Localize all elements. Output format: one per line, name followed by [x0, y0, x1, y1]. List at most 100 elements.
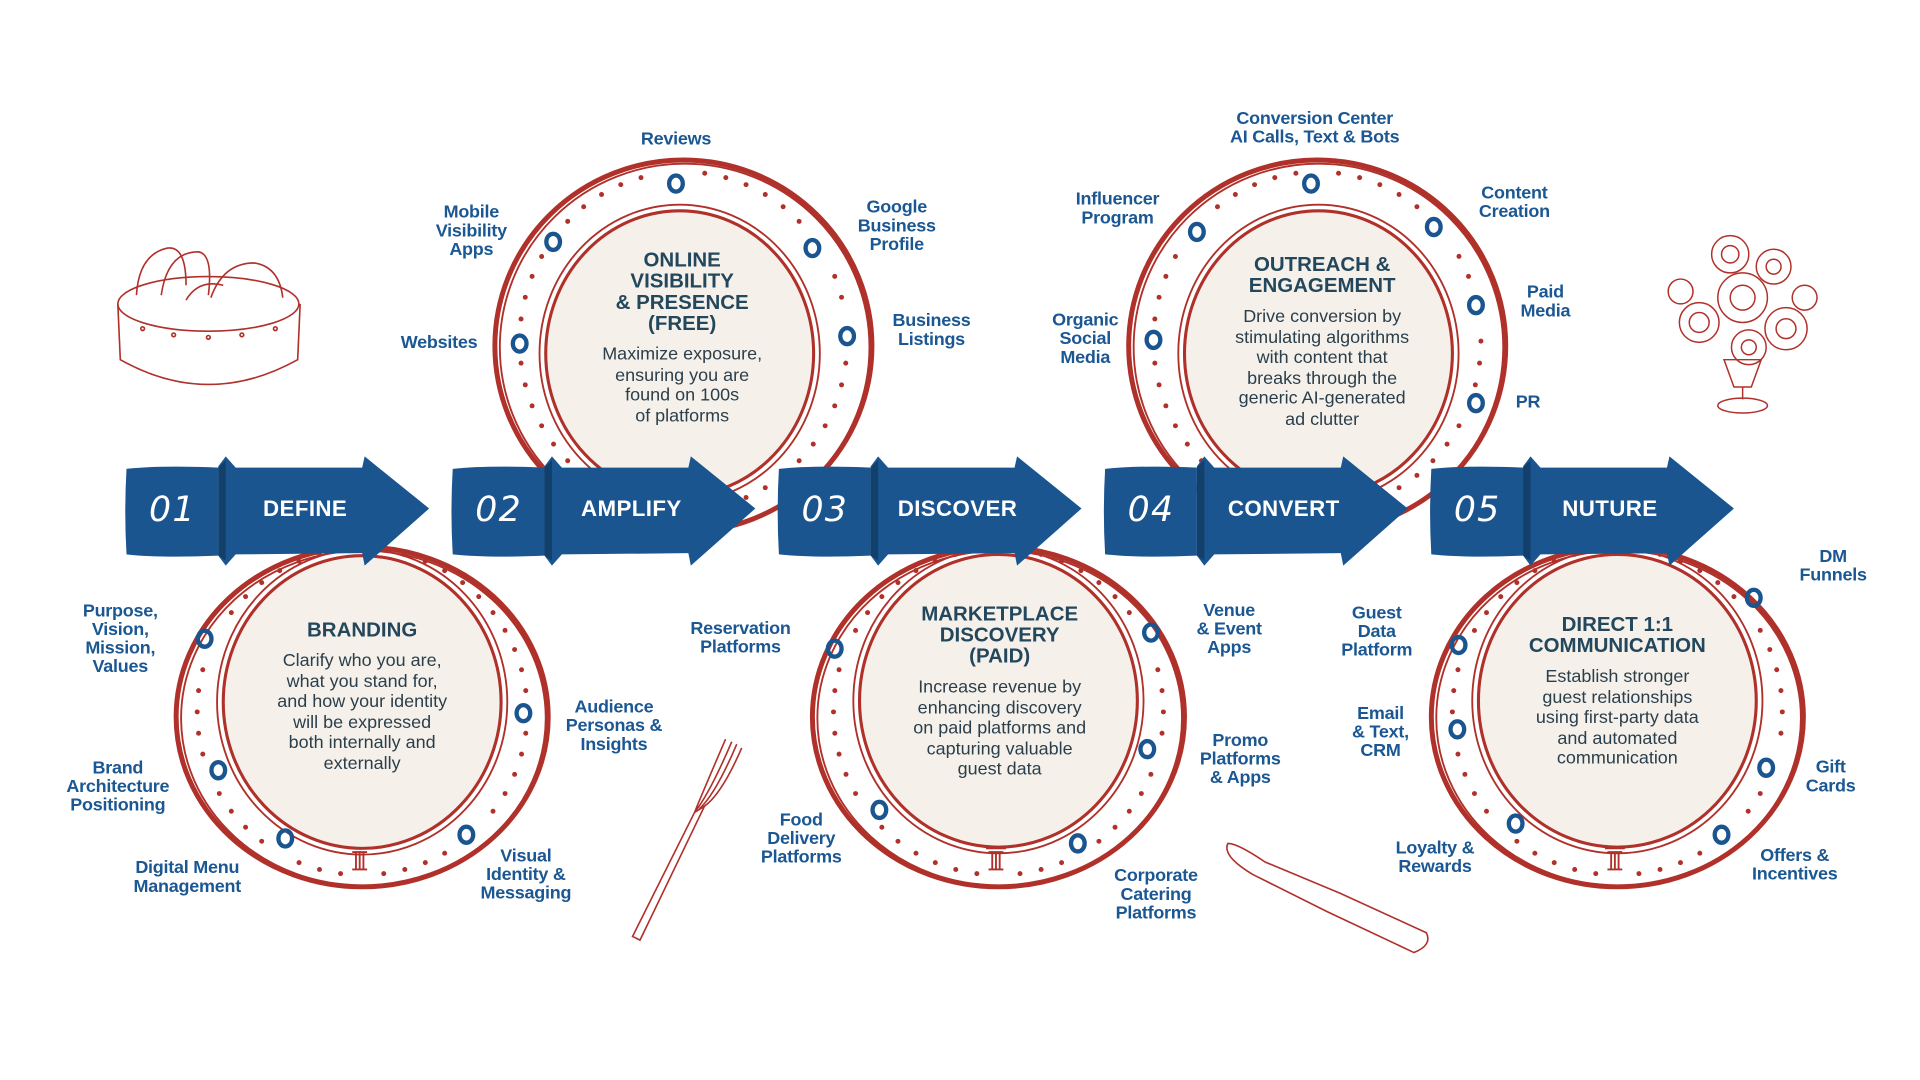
rim-dot	[1657, 866, 1663, 872]
plate-title: ONLINE VISIBILITY & PRESENCE (FREE)	[615, 249, 749, 335]
rim-dot	[1444, 441, 1450, 447]
rim-dot	[1731, 594, 1737, 600]
rim-dot	[1745, 808, 1751, 814]
rim-dot	[243, 824, 249, 830]
rim-dot	[974, 871, 980, 877]
rim-dot	[422, 558, 428, 564]
rim-dot	[1456, 253, 1462, 259]
rim-dot	[296, 558, 302, 564]
step-number: 03	[801, 488, 849, 530]
fork-icon	[631, 738, 743, 942]
rim-dot	[832, 730, 838, 736]
rim-dot	[196, 730, 202, 736]
label-reservation: Reservation Platforms	[690, 618, 791, 658]
rim-dot	[277, 568, 283, 574]
label-conversion-center: Conversion Center AI Calls, Text & Bots	[1230, 109, 1400, 148]
rim-dot	[1078, 568, 1084, 574]
label-brand-architecture: Brand Architecture Positioning	[66, 758, 170, 816]
rim-dot	[1498, 594, 1504, 600]
label-dm-funnels: DM Funnels	[1799, 546, 1867, 586]
rim-dot	[702, 170, 708, 176]
bullet-ring-icon	[870, 799, 889, 821]
rim-dot	[796, 458, 802, 464]
rim-dot	[1038, 551, 1044, 557]
rim-dot	[1514, 580, 1520, 586]
rim-dot	[1252, 182, 1258, 188]
rim-dot	[1112, 594, 1118, 600]
step-arrow-shape	[777, 456, 1082, 566]
rim-dot	[442, 850, 448, 856]
bullet-ring-icon	[1466, 294, 1485, 316]
rim-dot	[1478, 338, 1484, 344]
rim-dot	[1455, 751, 1461, 757]
rim-dot	[476, 594, 482, 600]
rim-dot	[338, 871, 344, 877]
rim-dot	[1357, 175, 1363, 181]
bullet-ring-icon	[514, 702, 533, 724]
rim-dot	[565, 458, 571, 464]
rim-dot	[490, 808, 496, 814]
rim-dot	[581, 204, 587, 210]
rim-dot	[932, 558, 938, 564]
bullet-ring-icon	[1506, 813, 1525, 834]
rim-dot	[296, 860, 302, 866]
rim-dot	[512, 771, 518, 777]
rim-dot	[638, 175, 644, 181]
rim-dot	[1774, 667, 1780, 673]
step-arrow-shape	[125, 456, 430, 566]
rim-dot	[1472, 382, 1478, 388]
label-purpose-vision: Purpose, Vision, Mission, Values	[82, 601, 158, 678]
rim-dot	[1767, 647, 1773, 653]
rim-dot	[831, 709, 836, 715]
rim-dot	[442, 568, 448, 574]
label-gift-cards: Gift Cards	[1805, 757, 1856, 797]
step-arrow-shape	[1103, 456, 1408, 566]
bullet-ring-icon	[1449, 634, 1468, 656]
rim-dot	[1430, 458, 1436, 464]
rim-dot	[519, 667, 525, 673]
rim-dot	[381, 871, 387, 877]
rim-dot	[780, 204, 786, 210]
rim-dot	[1484, 610, 1489, 616]
plate-title: BRANDING	[307, 618, 418, 642]
bullet-ring-icon	[1424, 216, 1443, 238]
bullet-ring-icon	[1712, 824, 1731, 845]
bullet-ring-icon	[1448, 719, 1467, 740]
rim-dot	[1678, 558, 1683, 564]
rim-dot	[1159, 730, 1165, 736]
rim-dot	[1462, 771, 1468, 777]
bullet-ring-icon	[1138, 738, 1157, 760]
rim-dot	[836, 751, 842, 757]
label-offers: Offers & Incentives	[1751, 845, 1838, 885]
plate-4	[1126, 157, 1509, 535]
rim-dot	[1449, 709, 1455, 715]
bullet-ring-icon	[1466, 392, 1485, 414]
rim-dot	[502, 627, 508, 633]
rim-dot	[1514, 838, 1520, 844]
rim-dot	[519, 751, 525, 757]
rim-dot	[1232, 191, 1238, 197]
rim-dot	[1779, 709, 1785, 715]
rim-dot	[1451, 688, 1457, 694]
plate-online-visibility: ONLINE VISIBILITY & PRESENCE (FREE) Maxi…	[564, 249, 800, 427]
label-websites: Websites	[400, 333, 478, 353]
label-loyalty: Loyalty & Rewards	[1395, 838, 1475, 877]
rim-dot	[1697, 568, 1703, 574]
plate-description: Establish stronger guest relationships u…	[1535, 666, 1699, 769]
label-digital-menu: Digital Menu Management	[133, 858, 242, 897]
rim-dot	[1148, 771, 1154, 777]
rim-dot	[832, 403, 838, 409]
label-audience-personas: Audience Personas & Insights	[565, 697, 663, 755]
rim-dot	[1715, 580, 1721, 586]
rim-dot	[1471, 791, 1477, 797]
step-define: 01 DEFINE	[124, 456, 432, 566]
bullet-ring-icon	[838, 325, 857, 347]
label-organic-social: Organic Social Media	[1052, 310, 1119, 368]
rim-dot	[1778, 730, 1784, 736]
bullet-ring-icon	[276, 828, 295, 849]
bullet-ring-icon	[1302, 173, 1320, 194]
rim-dot	[317, 866, 322, 872]
rim-dot	[1172, 423, 1178, 429]
rim-dot	[1471, 627, 1477, 633]
step-discover: 03 DISCOVER	[776, 456, 1084, 566]
